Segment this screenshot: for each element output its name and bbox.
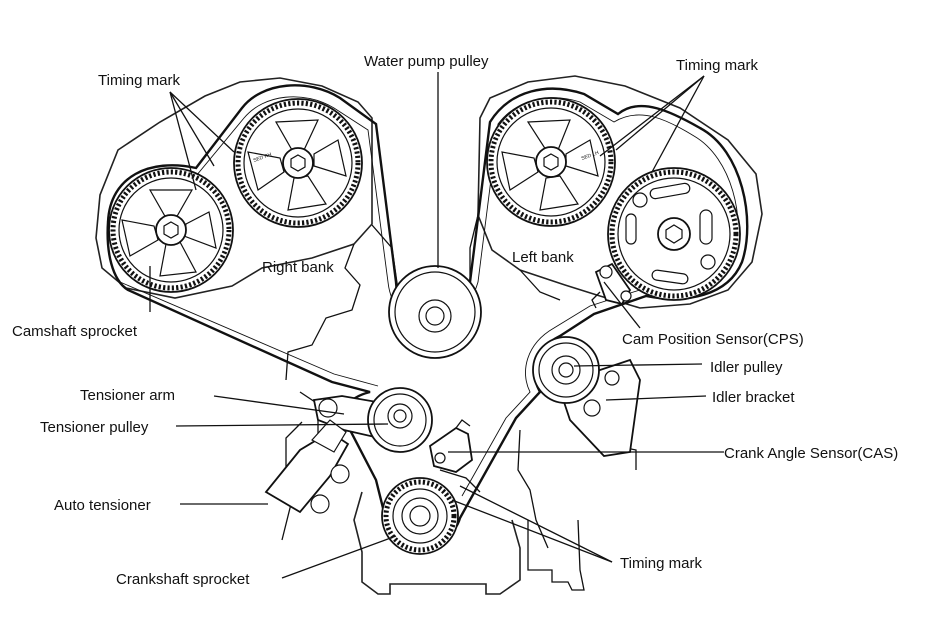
camshaft-sprocket-lh-exhaust: [607, 167, 741, 301]
label-idler-pulley: Idler pulley: [710, 359, 783, 376]
auto-tensioner: [264, 419, 350, 514]
crankshaft-sprocket: [381, 477, 459, 555]
label-tensioner-arm: Tensioner arm: [80, 387, 175, 404]
label-crank-angle-sensor: Crank Angle Sensor(CAS): [724, 445, 898, 462]
label-camshaft-sprocket: Camshaft sprocket: [12, 323, 138, 340]
camshaft-sprocket-rh-intake: SED RH: [233, 98, 363, 228]
label-timing-mark-right: Timing mark: [676, 57, 758, 74]
camshaft-sprocket-rh-exhaust: [108, 167, 234, 293]
leader-lines: [149, 72, 724, 579]
cam-position-sensor: [591, 262, 632, 309]
label-timing-mark-bottom: Timing mark: [620, 555, 702, 572]
label-idler-bracket: Idler bracket: [712, 389, 795, 406]
label-crankshaft-sprocket: Crankshaft sprocket: [116, 571, 250, 588]
crank-angle-sensor: [429, 419, 473, 473]
label-right-bank: Right bank: [262, 259, 334, 276]
label-auto-tensioner: Auto tensioner: [54, 497, 151, 514]
label-timing-mark-left: Timing mark: [98, 72, 180, 89]
tensioner-pulley: [367, 387, 433, 453]
water-pump-pulley: [388, 265, 482, 359]
sprocket-mark-lh: SED LH: [581, 150, 600, 162]
idler-pulley: [532, 336, 600, 404]
label-left-bank: Left bank: [512, 249, 574, 266]
label-tensioner-pulley: Tensioner pulley: [40, 419, 149, 436]
camshaft-sprocket-lh-intake: SED LH: [486, 97, 616, 227]
label-water-pump-pulley: Water pump pulley: [364, 53, 489, 70]
label-cam-position-sensor: Cam Position Sensor(CPS): [622, 331, 804, 348]
